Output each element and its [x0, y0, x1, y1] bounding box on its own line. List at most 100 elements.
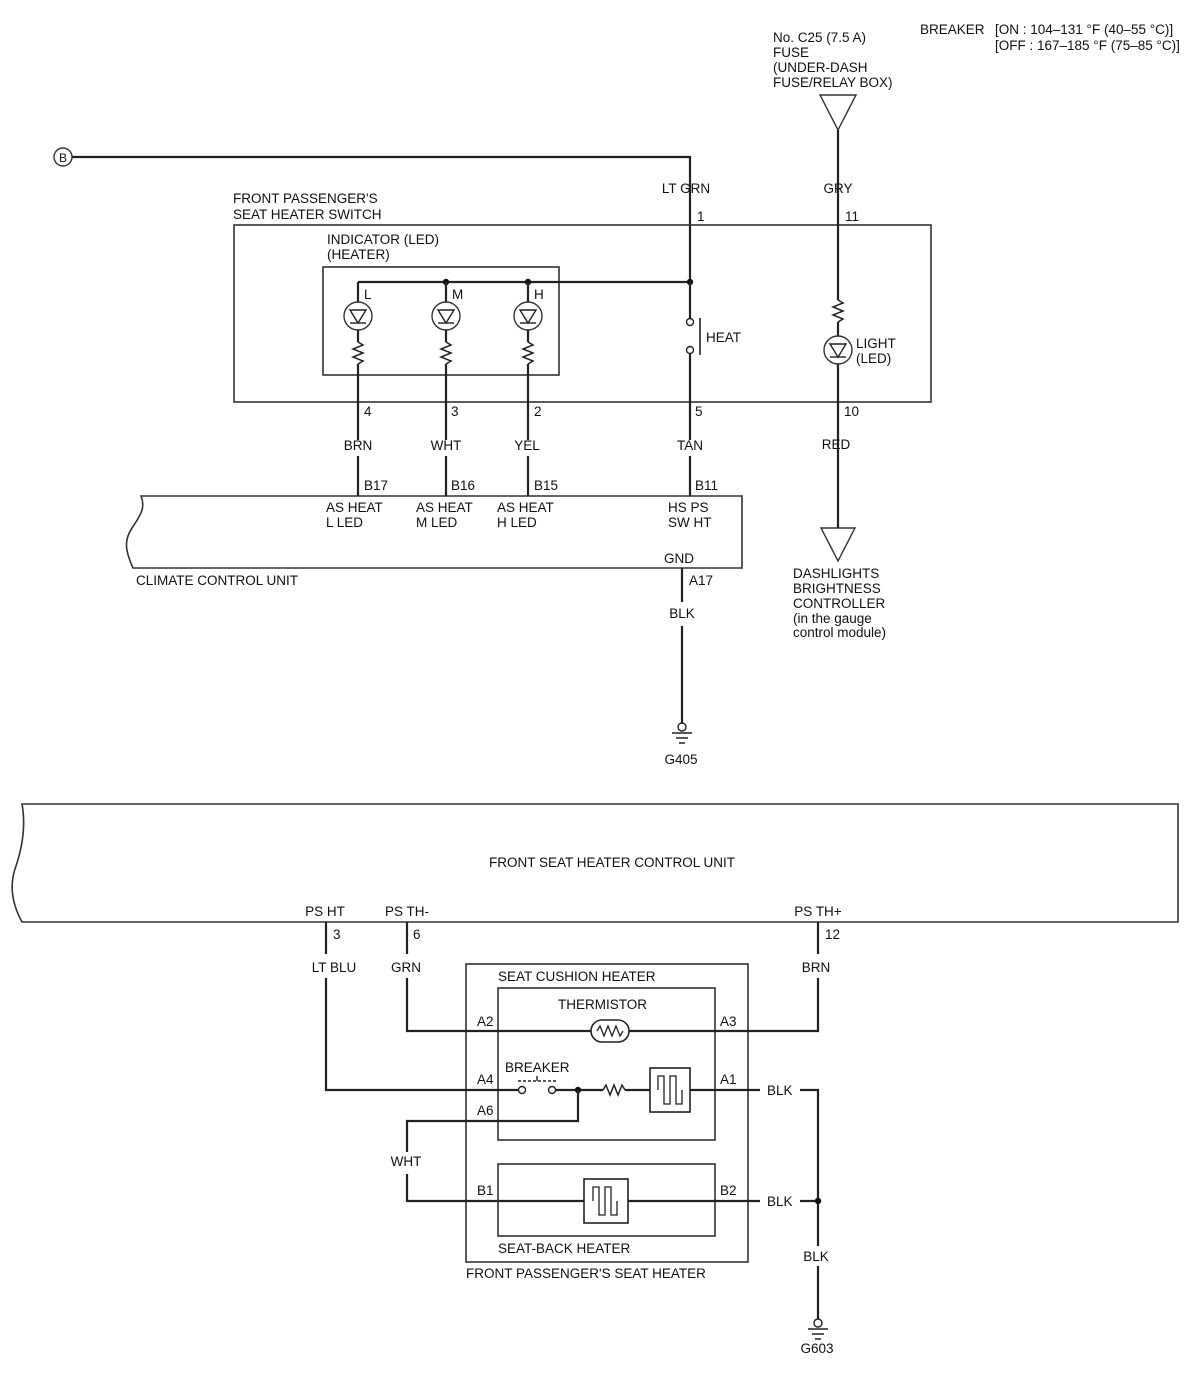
- led-m: [431, 282, 461, 440]
- breaker-icon: [517, 1076, 557, 1095]
- junction-dot: [814, 1197, 822, 1205]
- connector-b-label: B: [59, 151, 67, 165]
- indicator-label-2: (HEATER): [327, 247, 390, 262]
- pin-2: 2: [534, 404, 542, 419]
- wire-brn-thermistor: [629, 978, 820, 1033]
- climate-gnd: GND: [664, 551, 694, 566]
- ground-g603-icon: [808, 1318, 828, 1340]
- pin-4: 4: [364, 404, 372, 419]
- wire-label-wht-2: WHT: [391, 1154, 422, 1169]
- seat-back-heating-element-icon: [583, 1178, 629, 1224]
- led-l: [343, 282, 373, 440]
- climate-h-led-2: H LED: [497, 515, 537, 530]
- resistor-icon: [438, 341, 454, 365]
- breaker-spec-on: [ON : 104–131 °F (40–55 °C)]: [995, 22, 1173, 37]
- wire-label-bg: [800, 1246, 836, 1266]
- resistor-icon: [350, 341, 366, 365]
- pin-1: 1: [697, 209, 705, 224]
- pin-fs-3: 3: [333, 927, 341, 942]
- seat-heater-outer-label: FRONT PASSENGER'S SEAT HEATER: [466, 1266, 706, 1281]
- dashlights-line-5: control module): [793, 625, 886, 640]
- climate-m-led-1: AS HEAT: [416, 500, 473, 515]
- breaker-spec-label: BREAKER: [920, 22, 985, 37]
- pin-a6: A6: [477, 1103, 494, 1118]
- ground-g405-icon: [672, 722, 692, 744]
- climate-hs-2: SW HT: [668, 515, 712, 530]
- indicator-led-box: [322, 266, 560, 376]
- seat-cushion-heater-box: [497, 987, 716, 1141]
- front-seat-heater-control-unit-box: [11, 803, 1179, 923]
- fuse-line-2: FUSE: [773, 45, 809, 60]
- light-label-2: (LED): [856, 351, 891, 366]
- control-unit-name: FRONT SEAT HEATER CONTROL UNIT: [489, 855, 735, 870]
- resistor-icon: [520, 341, 536, 365]
- resistor-icon: [602, 1082, 626, 1098]
- climate-control-unit-box: [125, 495, 743, 569]
- fuse-line-3: (UNDER-DASH: [773, 60, 868, 75]
- wire-label-brn: BRN: [344, 438, 373, 453]
- pin-fs-12: 12: [825, 927, 840, 942]
- climate-h-led-1: AS HEAT: [497, 500, 554, 515]
- climate-l-led-2: L LED: [326, 515, 363, 530]
- fuse-label: No. C25 (7.5 A) FUSE (UNDER-DASH FUSE/RE…: [773, 30, 893, 90]
- wire-blk-return: [800, 1088, 820, 1320]
- wire-label-tan: TAN: [677, 438, 703, 453]
- wire-lt-blu: [324, 978, 518, 1092]
- cushion-heating-element-icon: [649, 1067, 691, 1113]
- wire-label-lt-grn: LT GRN: [662, 181, 710, 196]
- pin-11: 11: [845, 209, 859, 224]
- dashlights-line-3: CONTROLLER: [793, 596, 886, 611]
- dashlights-line-4: (in the gauge: [793, 611, 872, 626]
- pin-fs-6: 6: [413, 927, 421, 942]
- pin-a1: A1: [720, 1072, 737, 1087]
- thermistor-icon: [590, 1019, 630, 1043]
- pin-10: 10: [844, 404, 859, 419]
- climate-l-led-1: AS HEAT: [326, 500, 383, 515]
- wire-label-blk: BLK: [669, 606, 695, 621]
- heat-label: HEAT: [706, 330, 741, 345]
- wire-label-lt-blu: LT BLU: [312, 960, 357, 975]
- pin-a17: A17: [689, 573, 713, 588]
- climate-m-led-2: M LED: [416, 515, 458, 530]
- resistor-icon: [830, 299, 846, 323]
- led-h-label: H: [534, 287, 544, 302]
- wire-label-yel: YEL: [514, 438, 540, 453]
- seat-cushion-label: SEAT CUSHION HEATER: [498, 969, 656, 984]
- light-led-icon: [823, 335, 853, 365]
- wire-label-blk-a1: BLK: [767, 1083, 793, 1098]
- led-l-label: L: [364, 287, 372, 302]
- thermistor-label: THERMISTOR: [558, 997, 647, 1012]
- led-m-icon: [431, 301, 461, 331]
- pin-5: 5: [695, 404, 703, 419]
- wire-label-brn-2: BRN: [802, 960, 831, 975]
- dashlights-triangle-icon: [819, 527, 857, 563]
- breaker-spec-off: [OFF : 167–185 °F (75–85 °C)]: [995, 38, 1180, 53]
- breaker-label: BREAKER: [505, 1060, 570, 1075]
- ground-g603-label: G603: [800, 1341, 833, 1356]
- switch-title-1: FRONT PASSENGER'S: [233, 191, 378, 206]
- pin-b2: B2: [720, 1183, 737, 1198]
- wire-label-blk-g603: BLK: [803, 1249, 829, 1264]
- pin-b17: B17: [364, 478, 388, 493]
- led-m-label: M: [452, 287, 463, 302]
- led-l-icon: [343, 301, 373, 331]
- switch-title-2: SEAT HEATER SWITCH: [233, 207, 382, 222]
- dashlights-line-2: BRIGHTNESS: [793, 581, 881, 596]
- wire-label-grn: GRN: [391, 960, 421, 975]
- pin-b11: B11: [695, 478, 718, 493]
- climate-control-unit-name: CLIMATE CONTROL UNIT: [136, 573, 298, 588]
- fuse-line-4: FUSE/RELAY BOX): [773, 75, 893, 90]
- climate-hs-1: HS PS: [668, 500, 709, 515]
- wire-label-red: RED: [822, 437, 851, 452]
- wire-wht-a6: [405, 1090, 580, 1152]
- wire-wht-b1: [405, 1174, 584, 1203]
- ground-g405-label: G405: [664, 752, 697, 767]
- pin-a3: A3: [720, 1014, 737, 1029]
- front-passenger-seat-heater-box: [465, 963, 749, 1263]
- wire-label-blk-b2: BLK: [767, 1194, 793, 1209]
- light-led: [823, 130, 853, 528]
- led-h-icon: [513, 301, 543, 331]
- seat-heater-switch-box: [233, 224, 932, 403]
- light-label-1: LIGHT: [856, 336, 896, 351]
